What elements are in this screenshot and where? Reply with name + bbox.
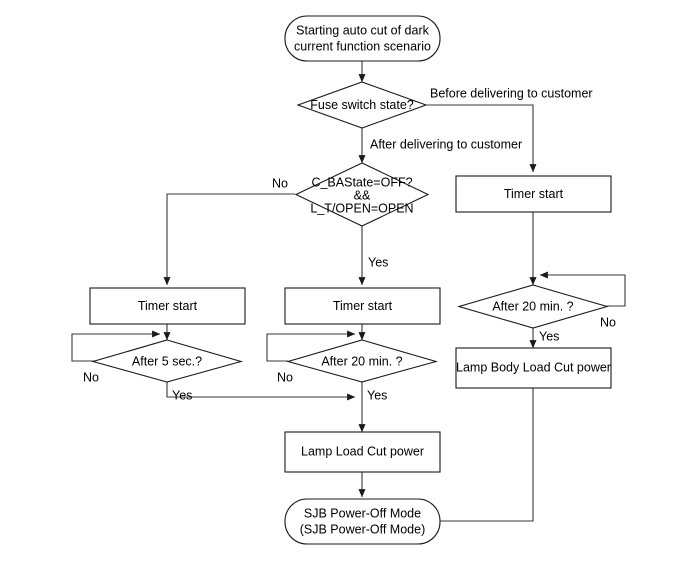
- node-lamp-body-load-cut-label: Lamp Body Load Cut power: [456, 360, 611, 374]
- node-end[interactable]: SJB Power-Off Mode (SJB Power-Off Mode): [284, 498, 441, 545]
- node-ba-state-decision[interactable]: C_BAState=OFF? && L_T/OPEN=OPEN: [294, 162, 430, 227]
- edge-label-after5-no: No: [83, 370, 99, 384]
- node-timer-start-left-label: Timer start: [138, 299, 198, 313]
- edge-label-before-delivering: Before delivering to customer: [430, 86, 593, 100]
- edge-label-after-delivering: After delivering to customer: [370, 137, 522, 151]
- edge-fuse-before-delivering: [426, 104, 537, 173]
- edge-after20right-no-loop: [539, 271, 626, 307]
- node-fuse-switch-label: Fuse switch state?: [310, 98, 414, 112]
- node-after-5-sec[interactable]: After 5 sec.?: [90, 339, 244, 383]
- node-end-line2: (SJB Power-Off Mode): [300, 522, 426, 536]
- edge-after5-no-loop: [71, 330, 161, 362]
- edge-label-after20right-no: No: [600, 315, 616, 329]
- edge-label-after5-yes: Yes: [172, 388, 192, 402]
- node-timer-start-mid-label: Timer start: [333, 299, 393, 313]
- node-timer-start-right[interactable]: Timer start: [455, 175, 612, 213]
- node-timer-start-left[interactable]: Timer start: [89, 287, 246, 325]
- node-lamp-body-load-cut[interactable]: Lamp Body Load Cut power: [455, 347, 612, 389]
- edge-lampbody-to-end: [440, 388, 534, 522]
- node-end-line1: SJB Power-Off Mode: [304, 506, 421, 520]
- node-after-20-min-right-label: After 20 min. ?: [492, 299, 573, 313]
- edge-label-ba-no: No: [272, 176, 288, 190]
- node-ba-state-line1: C_BAState=OFF?: [311, 175, 412, 189]
- edge-after20mid-no-loop: [266, 330, 356, 362]
- edge-label-after20mid-yes: Yes: [367, 388, 387, 402]
- node-timer-start-mid[interactable]: Timer start: [284, 287, 441, 325]
- node-ba-state-line3: L_T/OPEN=OPEN: [310, 201, 413, 215]
- node-start[interactable]: Starting auto cut of dark current functi…: [284, 15, 441, 62]
- edge-ba-no: [163, 193, 295, 286]
- node-start-line2: current function scenario: [294, 39, 431, 53]
- edge-after5-yes: [166, 382, 356, 401]
- node-start-line1: Starting auto cut of dark: [296, 23, 429, 37]
- node-ba-state-line2: &&: [354, 188, 371, 202]
- node-lamp-load-cut[interactable]: Lamp Load Cut power: [284, 431, 441, 473]
- edge-label-after20right-yes: Yes: [539, 329, 559, 343]
- edge-label-after20mid-no: No: [277, 370, 293, 384]
- node-after-5-sec-label: After 5 sec.?: [132, 354, 202, 368]
- node-after-20-min-mid-label: After 20 min. ?: [321, 354, 402, 368]
- node-timer-start-right-label: Timer start: [504, 187, 564, 201]
- edge-label-ba-yes: Yes: [368, 255, 388, 269]
- node-fuse-switch-decision[interactable]: Fuse switch state?: [296, 81, 428, 129]
- node-after-20-min-mid[interactable]: After 20 min. ?: [285, 339, 439, 383]
- node-after-20-min-right[interactable]: After 20 min. ?: [457, 284, 609, 329]
- node-lamp-load-cut-label: Lamp Load Cut power: [301, 444, 424, 458]
